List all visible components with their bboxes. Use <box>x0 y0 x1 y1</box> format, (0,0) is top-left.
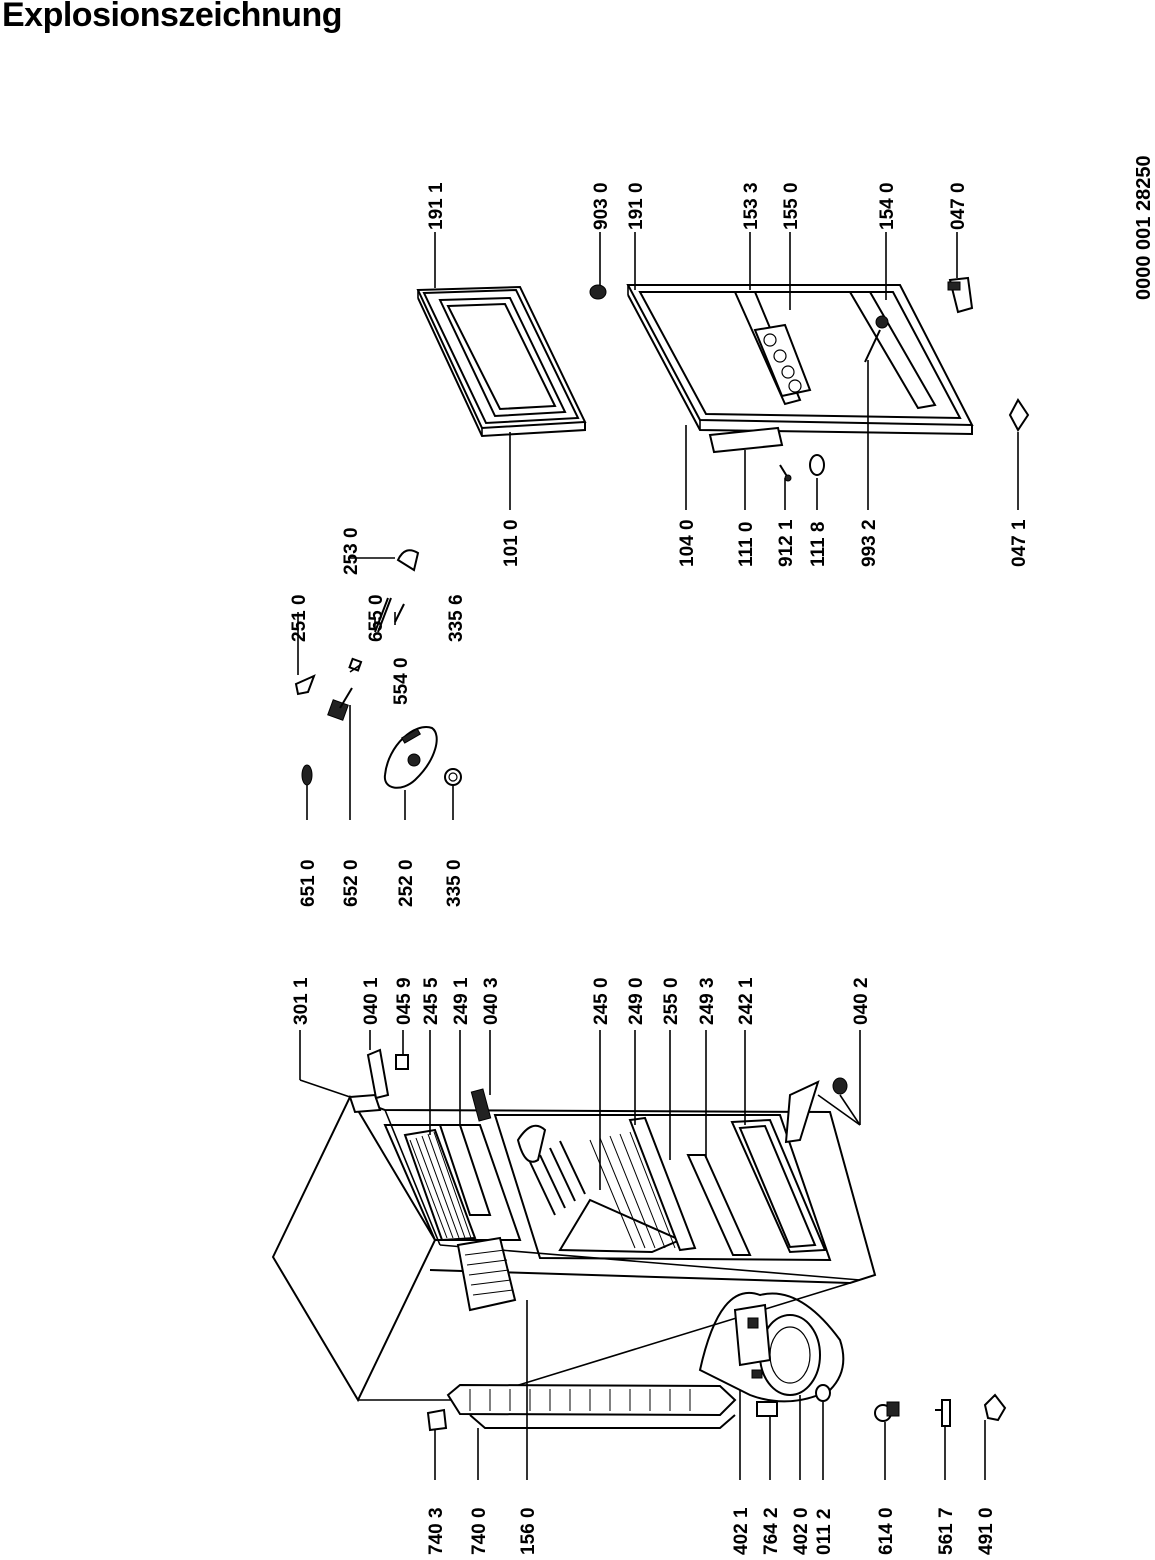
part-label: 153 3 <box>741 182 762 230</box>
part-label: 655 0 <box>366 594 387 642</box>
hinge-pin-icon <box>589 284 607 300</box>
part-label: 249 0 <box>626 977 647 1025</box>
part-label: 045 9 <box>394 977 415 1025</box>
part-label: 047 1 <box>1009 519 1030 567</box>
part-label: 301 1 <box>291 977 312 1025</box>
part-label: 040 1 <box>361 977 382 1025</box>
start-relay-icon <box>874 1401 900 1422</box>
part-label: 491 0 <box>976 1507 997 1555</box>
foot-left-icon <box>426 1408 448 1432</box>
freezer-door-icon <box>416 285 587 438</box>
part-label: 903 0 <box>591 182 612 230</box>
part-label: 561 7 <box>936 1507 957 1555</box>
foot-cap-icon <box>815 1384 831 1402</box>
part-label: 253 0 <box>341 527 362 575</box>
part-label: 740 0 <box>469 1507 490 1555</box>
cabinet-icon <box>271 1048 877 1403</box>
cap-icon <box>809 454 825 476</box>
condenser-strip-icon <box>446 1383 737 1429</box>
part-label: 652 0 <box>341 859 362 907</box>
part-label: 402 0 <box>791 1507 812 1555</box>
cover-cap-icon <box>983 1393 1007 1422</box>
part-label: 011 2 <box>814 1509 835 1556</box>
part-labels: 191 1 101 0 903 0 191 0 153 3 155 0 154 … <box>289 182 1030 1555</box>
part-label: 154 0 <box>877 182 898 230</box>
part-label: 255 0 <box>661 977 682 1025</box>
part-label: 614 0 <box>876 1507 897 1555</box>
page-title: Explosionszeichnung <box>2 0 342 34</box>
part-label: 191 0 <box>626 182 647 230</box>
hinge-lower-icon <box>1008 398 1030 432</box>
relay-icon <box>756 1401 778 1417</box>
knob-icon <box>444 768 462 786</box>
part-label: 104 0 <box>677 519 698 567</box>
part-label: 554 0 <box>391 657 412 705</box>
part-label: 249 3 <box>697 977 718 1025</box>
bulb-icon <box>374 597 405 633</box>
switch-icon <box>396 549 420 572</box>
part-label: 993 2 <box>859 519 880 567</box>
part-label: 111 0 <box>736 522 757 567</box>
part-label: 242 1 <box>736 977 757 1025</box>
door-rod-icon <box>864 315 889 363</box>
part-label: 251 0 <box>289 594 310 642</box>
part-label: 040 3 <box>481 977 502 1025</box>
part-label: 047 0 <box>948 182 969 230</box>
leader-lines <box>297 232 1019 1480</box>
part-label: 335 6 <box>446 594 467 642</box>
part-label: 249 1 <box>451 977 472 1025</box>
part-label: 156 0 <box>518 1507 539 1555</box>
light-cover-icon <box>294 674 316 696</box>
part-label: 191 1 <box>426 182 447 230</box>
part-label: 402 1 <box>731 1507 752 1555</box>
part-label: 740 3 <box>426 1507 447 1555</box>
thermostat-icon <box>327 687 353 721</box>
part-label: 651 0 <box>298 859 319 907</box>
part-label: 245 5 <box>421 977 442 1025</box>
part-label: 764 2 <box>761 1507 782 1555</box>
part-label: 040 2 <box>851 977 872 1025</box>
part-label: 335 0 <box>444 859 465 907</box>
part-label: 252 0 <box>396 859 417 907</box>
fridge-door-icon <box>626 284 974 454</box>
drain-pipe-icon <box>935 1399 951 1427</box>
lamp-socket-icon <box>301 764 313 786</box>
hinge-upper-icon <box>947 276 974 314</box>
part-label: 155 0 <box>781 182 802 230</box>
thermostat-housing-icon <box>383 726 438 789</box>
part-label: 101 0 <box>501 519 522 567</box>
part-label: 912 1 <box>776 519 797 567</box>
document-number: 0000 001 28250 <box>1133 155 1155 300</box>
part-label: 245 0 <box>591 977 612 1025</box>
part-label: 111 8 <box>808 522 829 567</box>
